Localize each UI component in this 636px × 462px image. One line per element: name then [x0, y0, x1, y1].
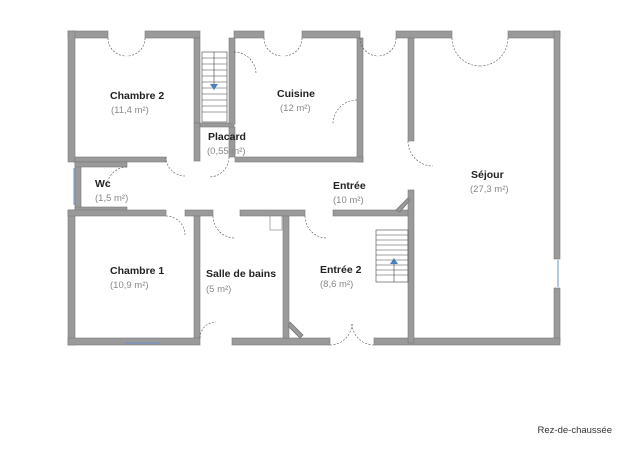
room-name-entree2: Entrée 2 — [320, 264, 362, 276]
room-area-sdb: (5 m²) — [206, 284, 232, 295]
room-area-wc: (1,5 m²) — [95, 193, 129, 204]
room-area-entree: (10 m²) — [333, 195, 364, 206]
room-area-chambre1: (10,9 m²) — [110, 280, 149, 291]
room-name-chambre2: Chambre 2 — [110, 90, 165, 102]
stair-arrow-down-icon — [210, 84, 218, 90]
room-name-wc: Wc — [95, 178, 111, 190]
room-area-cuisine: (12 m²) — [280, 103, 311, 114]
room-name-entree: Entrée — [333, 180, 366, 192]
room-area-chambre2: (11,4 m²) — [111, 105, 149, 116]
room-name-cuisine: Cuisine — [277, 88, 315, 100]
walls — [67, 30, 561, 346]
room-name-placard: Placard — [208, 131, 246, 143]
stairs-top — [201, 51, 228, 123]
stairs-entree2 — [375, 229, 409, 283]
doors — [106, 37, 509, 346]
room-name-chambre1: Chambre 1 — [110, 265, 165, 277]
room-name-sejour: Séjour — [471, 169, 504, 181]
room-name-sdb: Salle de bains — [206, 268, 277, 280]
floor-caption: Rez-de-chaussée — [537, 425, 612, 436]
stair-arrow-up-icon — [390, 258, 398, 264]
windows — [73, 168, 559, 344]
room-area-entree2: (8,6 m²) — [320, 279, 354, 290]
room-area-sejour: (27,3 m²) — [470, 184, 509, 195]
room-area-placard: (0,55 m²) — [207, 146, 246, 157]
diagonal-walls — [287, 197, 411, 339]
